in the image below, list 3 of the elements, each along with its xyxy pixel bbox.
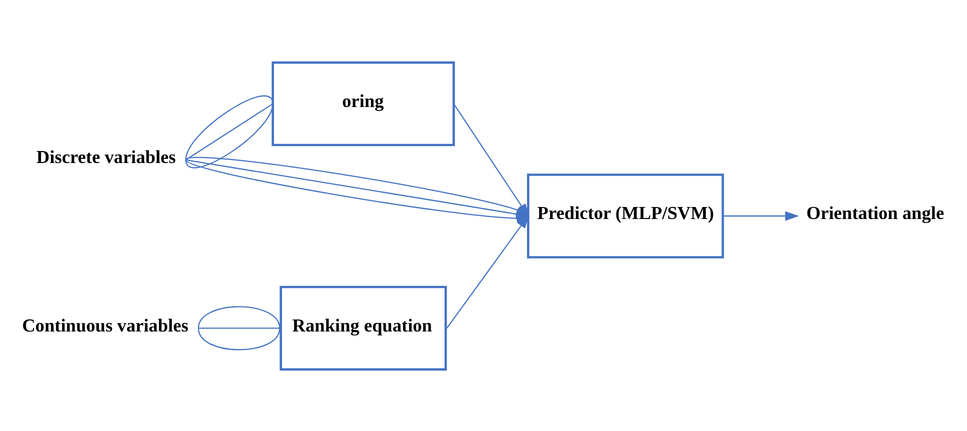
node-text: Continuous variables <box>22 314 188 335</box>
node-text: Discrete variables <box>36 146 176 167</box>
node-text: Orientation angle <box>806 202 944 223</box>
